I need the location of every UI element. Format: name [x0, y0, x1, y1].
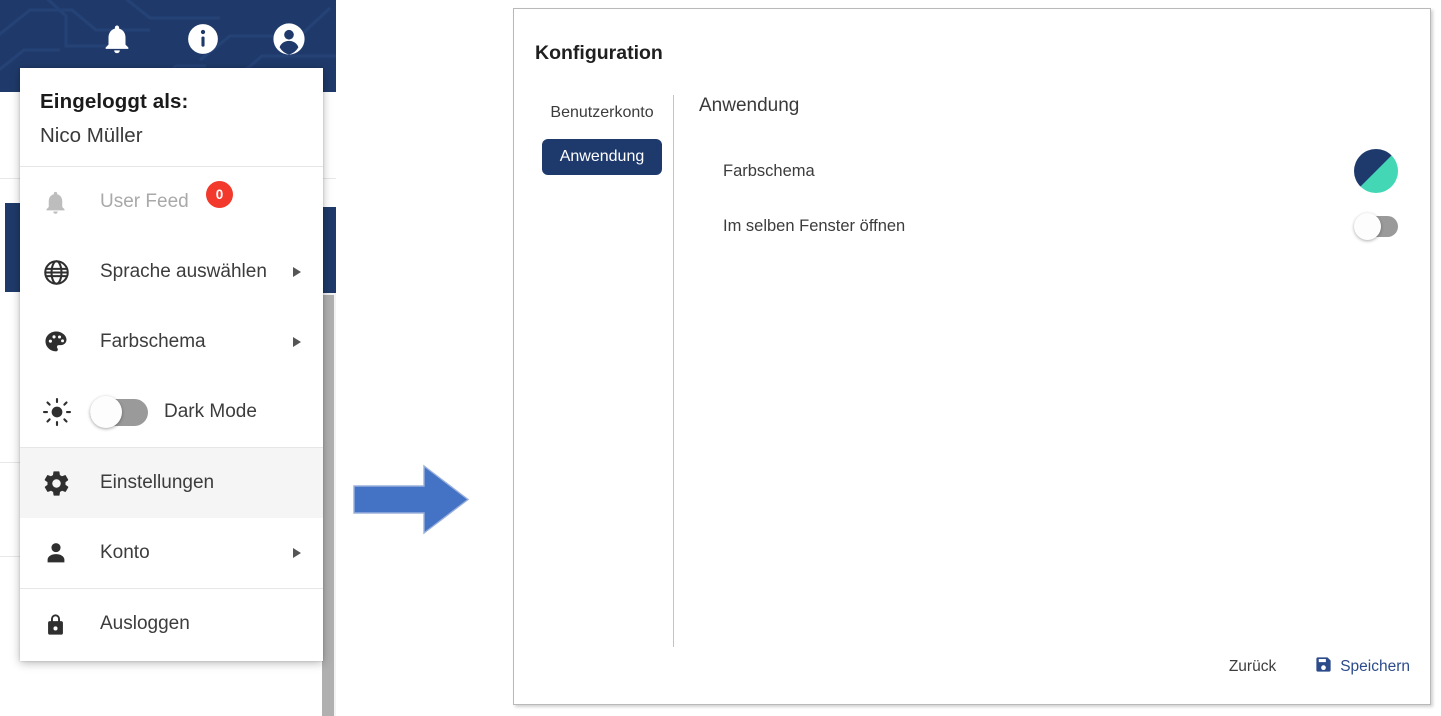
logged-in-caption: Eingeloggt als: [40, 90, 189, 113]
menu-item-dark-mode[interactable]: Dark Mode [20, 377, 323, 447]
menu-item-label: Sprache auswählen [100, 261, 267, 282]
dialog-panel-anwendung: Anwendung Farbschema Im selben Fenster ö… [690, 95, 1412, 261]
menu-item-label: Dark Mode [164, 401, 257, 422]
setting-row-same-window: Im selben Fenster öffnen [690, 206, 1412, 246]
page-scrollbar-track[interactable] [322, 293, 336, 716]
info-icon[interactable] [186, 22, 220, 56]
chevron-right-icon [293, 548, 301, 558]
menu-item-color-scheme[interactable]: Farbschema [20, 307, 323, 377]
dialog-tab-list: Benutzerkonto Anwendung [532, 95, 672, 175]
setting-row-farbschema: Farbschema [690, 149, 1412, 193]
app-window-fragment: Eingeloggt als: Nico Müller User Feed 0 [0, 0, 336, 716]
logged-in-username: Nico Müller [40, 124, 143, 147]
tab-benutzerkonto[interactable]: Benutzerkonto [550, 104, 654, 121]
bell-icon[interactable] [100, 22, 134, 56]
save-floppy-icon [1314, 655, 1333, 679]
account-circle-icon[interactable] [272, 22, 306, 56]
dialog-title: Konfiguration [535, 42, 663, 64]
chevron-right-icon [293, 267, 301, 277]
panel-title: Anwendung [699, 95, 800, 116]
sun-icon [42, 397, 78, 427]
save-button-label: Speichern [1340, 658, 1410, 675]
user-dropdown-menu: Eingeloggt als: Nico Müller User Feed 0 [20, 68, 323, 661]
globe-icon [42, 258, 78, 287]
gear-icon [42, 469, 78, 498]
menu-item-logout[interactable]: Ausloggen [20, 589, 323, 659]
setting-label: Im selben Fenster öffnen [723, 216, 906, 235]
lock-icon [42, 611, 78, 638]
bell-icon [42, 189, 78, 216]
menu-divider [20, 166, 323, 167]
back-button[interactable]: Zurück [1228, 658, 1277, 675]
menu-item-select-language[interactable]: Sprache auswählen [20, 237, 323, 307]
right-arrow-icon [353, 464, 470, 535]
menu-item-label: Ausloggen [100, 613, 190, 634]
page-navy-block-left [5, 203, 24, 292]
tab-anwendung[interactable]: Anwendung [541, 139, 663, 175]
person-icon [42, 539, 78, 567]
dark-mode-toggle[interactable] [90, 396, 148, 428]
color-scheme-swatch[interactable] [1354, 149, 1398, 193]
toggle-knob [1354, 212, 1381, 240]
menu-item-account[interactable]: Konto [20, 518, 323, 588]
configuration-dialog: Konfiguration Benutzerkonto Anwendung An… [513, 8, 1431, 705]
menu-divider [20, 447, 323, 448]
user-feed-badge: 0 [206, 181, 233, 208]
save-button[interactable]: Speichern [1314, 655, 1410, 679]
dialog-footer: Zurück Speichern [1229, 655, 1410, 679]
palette-icon [42, 328, 78, 356]
menu-divider [20, 588, 323, 589]
logged-in-block: Eingeloggt als: Nico Müller [20, 68, 323, 166]
chevron-right-icon [293, 337, 301, 347]
page-scrollbar-thumb[interactable] [322, 295, 334, 716]
toggle-knob [90, 396, 122, 428]
menu-item-label: Konto [100, 542, 150, 563]
setting-label: Farbschema [723, 161, 815, 180]
menu-item-label: Einstellungen [100, 472, 215, 493]
dialog-vertical-divider [673, 95, 674, 647]
menu-item-settings[interactable]: Einstellungen [20, 448, 323, 518]
menu-item-label: User Feed [100, 191, 189, 212]
menu-item-label: Farbschema [100, 331, 206, 352]
same-window-toggle[interactable] [1354, 212, 1398, 240]
page-navy-block-right [322, 207, 336, 293]
menu-item-user-feed[interactable]: User Feed 0 [20, 167, 323, 237]
